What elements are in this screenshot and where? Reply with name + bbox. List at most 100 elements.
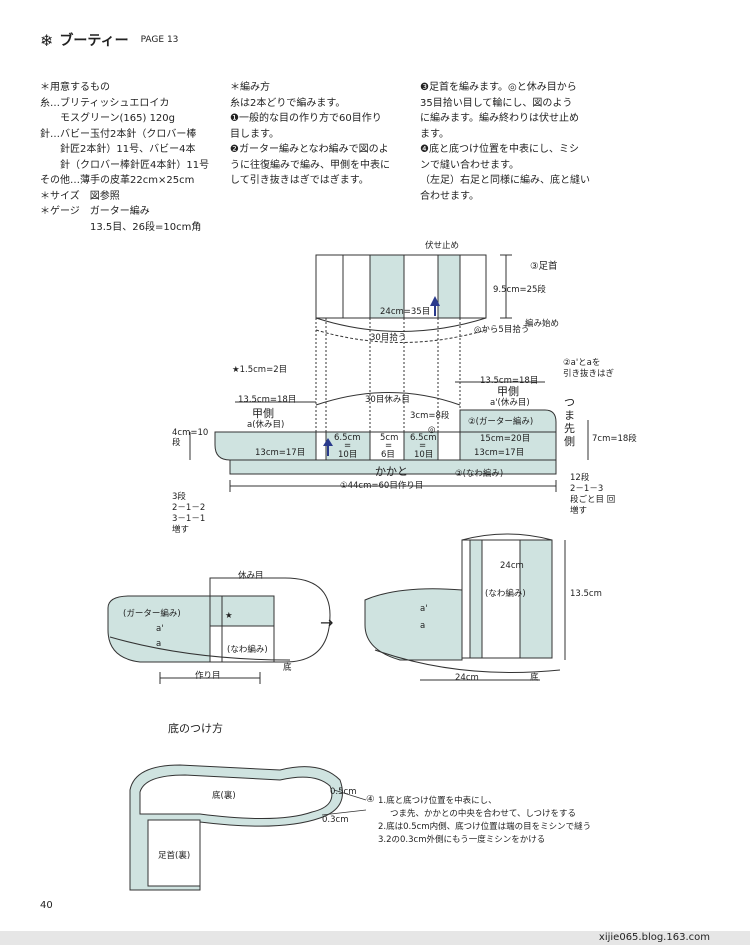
materials-line: 糸…ブリティッシュエロイカ: [40, 97, 170, 109]
method-line: 目します。: [230, 128, 279, 140]
page-title: ブーティー: [59, 33, 129, 49]
instep-left: 甲側: [252, 407, 274, 420]
method2-line: ❹底と底つけ位置を中表にし、ミシ: [420, 144, 579, 155]
method-line: ＊編み方: [230, 82, 270, 93]
materials-line: モスグリーン(165) 120g: [40, 113, 176, 124]
instep-right: 甲側: [497, 385, 519, 398]
seg1-top: 6.5cm: [334, 433, 361, 443]
method2-line: （左足）右足と同様に編み、底と縫い: [420, 175, 590, 186]
seg2-eq: =: [385, 441, 393, 451]
garter-label: ②(ガーター編み): [468, 417, 534, 427]
right-length: 24cm: [455, 673, 479, 683]
seg3-bottom: 10目: [414, 450, 434, 460]
seg1-bottom: 10目: [338, 450, 358, 460]
left-bottom: 13cm=17目: [255, 448, 306, 458]
right-3cm: 3cm=8段: [410, 411, 450, 421]
method2-line: 合わせます。: [420, 190, 479, 202]
margin-03: 0.3cm: [322, 815, 349, 825]
right-height-top: 24cm: [500, 561, 524, 571]
left-increase-note: 3段 2－1－2 3－1－1 増す: [172, 492, 206, 535]
right-sole-label: 底: [530, 673, 539, 683]
materials-line: 針…バビー玉付2本針（クロバー棒: [40, 128, 197, 140]
right-width: 13.5cm=18目: [480, 376, 539, 386]
sole-label: 底: [283, 663, 292, 673]
attach-step-3: 3.2の0.3cm外側にもう一度ミシンをかける: [378, 835, 546, 845]
method-column-2: ❸足首を編みます。◎と休み目から 35目拾い目して輪にし、図のように編みます。編み…: [420, 80, 590, 204]
heel-label: かかと: [375, 465, 408, 478]
attach-step-1: 1.底と底つけ位置を中表にし、: [378, 796, 497, 806]
pull-note: ②a'とaを 引き抜きはぎ: [563, 358, 615, 379]
method-line: ❷ガーター編みとなわ編みで図のよ: [230, 144, 389, 155]
method-line: うに往復編みで編み、甲側を中表に: [230, 159, 390, 171]
materials-line: その他…薄手の皮革22cm×25cm: [40, 175, 195, 186]
materials-line: ＊サイズ 図参照: [40, 190, 120, 202]
materials-line: 針（クロバー棒針匠4本針）11号: [40, 159, 210, 171]
cast-on-label: ①44cm=60目作り目: [340, 481, 424, 491]
materials-column: ＊用意するもの糸…ブリティッシュエロイカ モスグリーン(165) 120g 針…バ…: [40, 80, 209, 235]
seg3-top: 6.5cm: [410, 433, 437, 443]
seg3-eq: =: [419, 441, 427, 451]
attach-step-2: 2.底は0.5cm内側、底つけ位置は端の目をミシンで縫う: [378, 822, 592, 832]
instep-left-sub: a(休み目): [247, 420, 285, 430]
a-label: a: [156, 639, 162, 649]
a-label-r: a: [420, 621, 426, 631]
rest-label: 休み目: [238, 571, 264, 581]
method2-line: ンで縫い合わせます。: [420, 159, 519, 171]
method-line: ❶一般的な目の作り方で60目作り: [230, 113, 382, 124]
seg2-bottom: 6目: [381, 450, 395, 460]
attach-step-1b: つま先、かかとの中央を合わせて、しつけをする: [390, 809, 576, 819]
rest-stitches-30: 30目休み目: [365, 395, 410, 405]
snowflake-icon: ❄: [40, 30, 54, 50]
right-cable-label: (なわ編み): [485, 589, 526, 599]
method2-line: ます。: [420, 128, 449, 140]
materials-line: 針匠2本針）11号、バビー4本: [40, 144, 196, 155]
right-15: 15cm=20目: [480, 434, 531, 444]
start-label: 編み始め: [525, 319, 560, 329]
right-height: 13.5cm: [570, 589, 602, 599]
seg2-top: 5cm: [380, 433, 399, 443]
page-header: ❄ ブーティー PAGE 13: [40, 30, 178, 50]
materials-line: ＊ゲージ ガーター編み: [40, 206, 150, 217]
instep-right-sub: a'(休み目): [490, 398, 530, 408]
footer-url[interactable]: xijie065.blog.163.com: [598, 932, 710, 943]
ankle-height: 9.5cm=25段: [493, 285, 546, 295]
ankle-back-label: 足首(裏): [158, 851, 191, 861]
bind-off-label: 伏せ止め: [425, 241, 460, 251]
sole-back-label: 底(裏): [212, 791, 236, 801]
ankle-width: 24cm=35目: [380, 307, 431, 317]
a-prime-label: a': [156, 624, 164, 634]
method-column: ＊編み方糸は2本どりで編みます。 ❶一般的な目の作り方で60目作り目します。 ❷ガー…: [230, 80, 390, 189]
materials-line: 13.5目、26段=10cm角: [40, 221, 202, 233]
ankle-pickup: 30目拾う: [370, 333, 407, 343]
method2-line: に編みます。編み終わりは伏せ止め: [420, 113, 579, 124]
margin-05: 0.5cm: [330, 787, 357, 797]
page-number: 40: [40, 900, 53, 911]
arrow-right-icon: →: [320, 613, 334, 632]
left-width: 13.5cm=18目: [238, 395, 297, 405]
right-increase-note: 12段 2－1－3 段ごと目 回 増す: [570, 473, 616, 516]
star-mark: ★: [225, 611, 233, 621]
a-prime-label-r: a': [420, 604, 428, 614]
seg1-eq: =: [344, 441, 352, 451]
garter-label-2: (ガーター編み): [123, 609, 181, 619]
left-height: 4cm=10段: [172, 428, 209, 448]
cable-label-2: (なわ編み): [227, 645, 268, 655]
right-bottom: 13cm=17目: [474, 448, 525, 458]
circle-mark: ◎: [428, 425, 436, 435]
materials-line: ＊用意するもの: [40, 82, 110, 93]
toe-label: つま先側: [564, 396, 575, 448]
method2-line: ❸足首を編みます。◎と休み目から: [420, 82, 577, 93]
cast-on-label-2: 作り目: [195, 671, 221, 681]
pickup-from-label: ◎から5目拾う: [474, 325, 530, 335]
cable-label: ②(なわ編み): [455, 469, 504, 479]
attach-heading: 底のつけ方: [168, 722, 223, 735]
footer-bar: xijie065.blog.163.com: [0, 931, 750, 945]
toe-height: 7cm=18段: [592, 434, 637, 444]
step-number: ④: [366, 794, 375, 805]
ankle-label: ③足首: [530, 261, 558, 272]
page-reference: PAGE 13: [140, 35, 179, 45]
method2-line: 35目拾い目して輪にし、図のよう: [420, 97, 573, 109]
method-line: して引き抜きはぎではぎます。: [230, 175, 369, 186]
method-line: 糸は2本どりで編みます。: [230, 97, 346, 109]
